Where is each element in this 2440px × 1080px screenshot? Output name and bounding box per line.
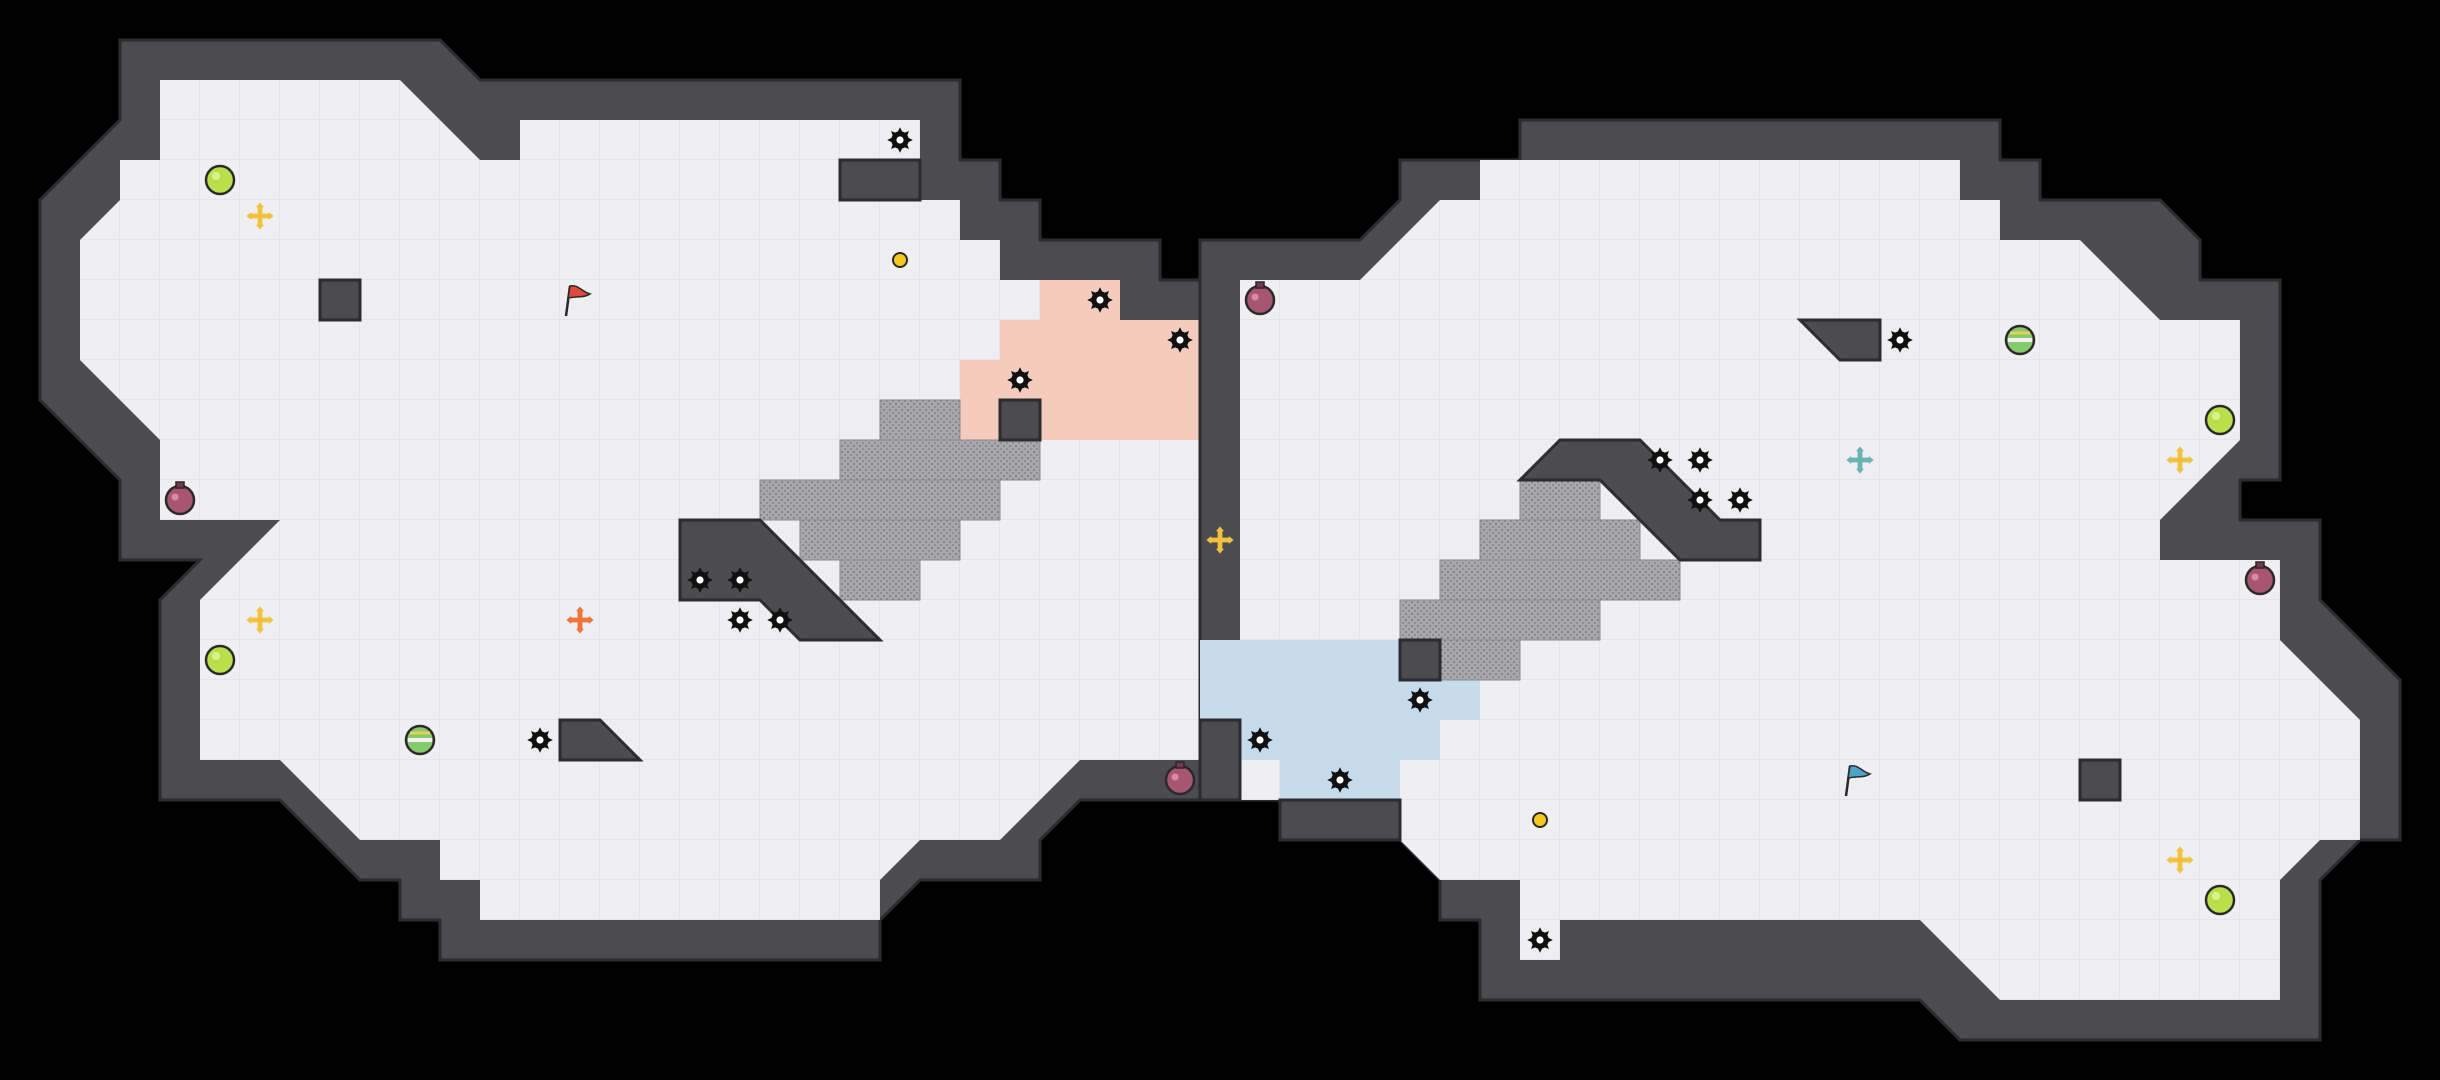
spike-mine-icon — [1087, 287, 1113, 313]
spike-mine-icon — [527, 727, 553, 753]
spike-mine-icon — [1687, 487, 1713, 513]
green-orb-icon[interactable] — [2204, 404, 2236, 436]
blue-zone — [1240, 720, 1440, 760]
spike-mine-icon — [687, 567, 713, 593]
wall-block — [838, 158, 922, 202]
gold-coin-icon[interactable] — [1532, 812, 1548, 828]
obstacles — [318, 158, 2122, 842]
wall-block — [2078, 758, 2122, 802]
spike-mine-icon — [1887, 327, 1913, 353]
green-orb-icon[interactable] — [204, 164, 236, 196]
wall-block — [1278, 798, 1402, 842]
wall-ledge — [678, 518, 884, 642]
spike-mine-icon — [1407, 687, 1433, 713]
spike-mine-icon — [1247, 727, 1273, 753]
wall-block — [1198, 718, 1242, 802]
green-orb-icon[interactable] — [2204, 884, 2236, 916]
wall-block — [318, 278, 362, 322]
wall-ledge — [558, 718, 644, 762]
spike-mine-icon — [727, 567, 753, 593]
spike-mine-icon — [1727, 487, 1753, 513]
rubble-left — [759, 399, 1041, 601]
spike-mine-icon — [767, 607, 793, 633]
spike-mine-icon — [1007, 367, 1033, 393]
spike-mine-icon — [1687, 447, 1713, 473]
left-arena-floor — [80, 80, 1240, 920]
wall-block — [1398, 638, 1442, 682]
spike-mine-icon — [1647, 447, 1673, 473]
striped-ball-icon[interactable] — [404, 724, 436, 756]
green-orb-icon[interactable] — [204, 644, 236, 676]
wall-block — [998, 398, 1042, 442]
spike-mine-icon — [1167, 327, 1193, 353]
spike-mine-icon — [727, 607, 753, 633]
rubble-right — [1399, 479, 1681, 681]
spike-mine-icon — [1327, 767, 1353, 793]
blue-zone — [1200, 640, 1400, 720]
spike-mine-icon — [1527, 927, 1553, 953]
striped-ball-icon[interactable] — [2004, 324, 2036, 356]
wall-ledge — [1796, 318, 1882, 362]
gold-coin-icon[interactable] — [892, 252, 908, 268]
spike-mine-icon — [887, 127, 913, 153]
